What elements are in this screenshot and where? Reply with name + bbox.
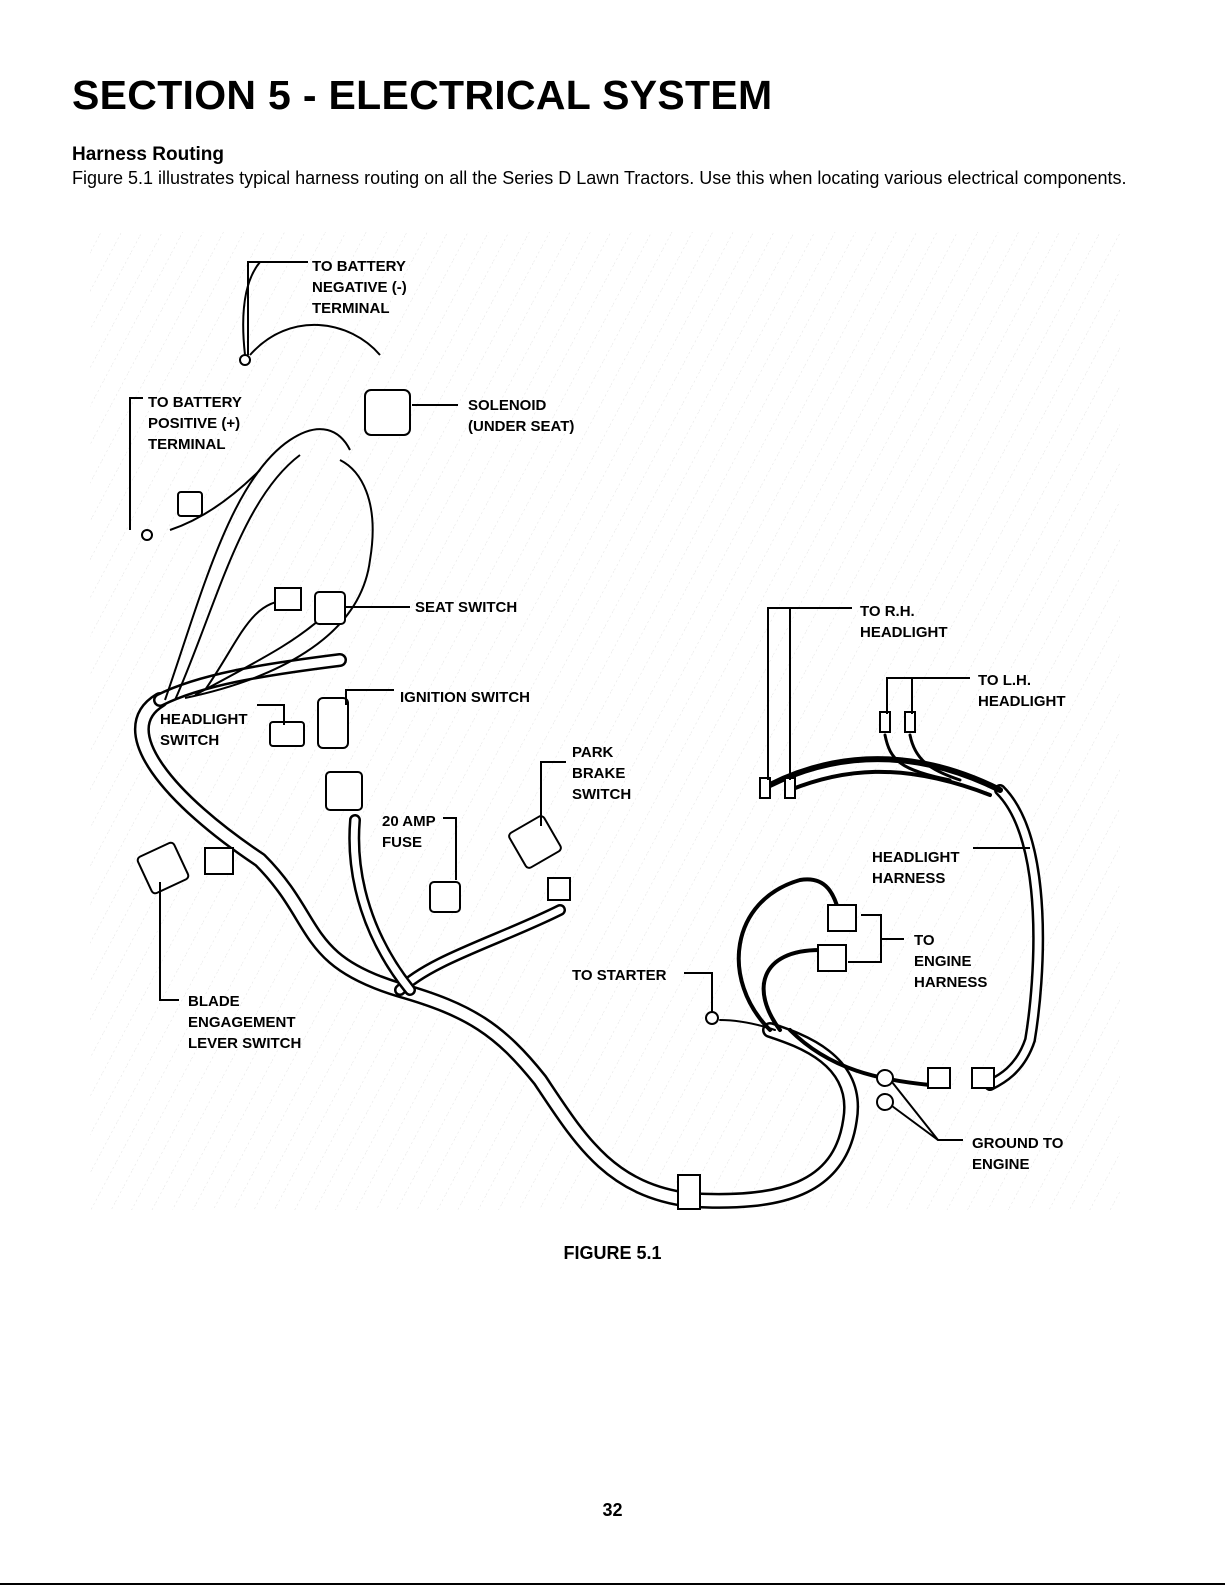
label-battery-positive: TO BATTERY POSITIVE (+) TERMINAL xyxy=(148,394,246,453)
ground-ring-icon xyxy=(876,1069,894,1087)
leader-lines xyxy=(129,261,1030,1141)
fuse-holder-icon xyxy=(325,771,363,811)
label-headlight-harness: HEADLIGHT HARNESS xyxy=(872,849,964,887)
label-rh-headlight: TO R.H. HEADLIGHT xyxy=(860,603,948,641)
label-solenoid: SOLENOID (UNDER SEAT) xyxy=(468,397,574,435)
figure-caption: FIGURE 5.1 xyxy=(563,1243,662,1263)
battery-negative-ring-icon xyxy=(239,354,251,366)
fuse-icon xyxy=(429,881,461,913)
intro-paragraph: Figure 5.1 illustrates typical harness r… xyxy=(72,168,1127,188)
bottom-rule xyxy=(0,1583,1225,1585)
ground-connector-2-icon xyxy=(971,1067,995,1089)
label-engine-harness: TO ENGINE HARNESS xyxy=(914,932,987,991)
ground-ring-2-icon xyxy=(876,1093,894,1111)
lh-headlight-connector-2-icon xyxy=(904,711,916,733)
headlight-switch-icon xyxy=(269,721,305,747)
figure-background xyxy=(90,232,1120,1210)
park-brake-plug-icon xyxy=(547,877,571,901)
ignition-switch-icon xyxy=(317,697,349,749)
components xyxy=(136,354,995,1210)
label-seat-switch: SEAT SWITCH xyxy=(415,599,517,616)
label-battery-negative: TO BATTERY NEGATIVE (-) TERMINAL xyxy=(312,258,411,317)
label-to-starter: TO STARTER xyxy=(572,967,667,984)
section-title: SECTION 5 - ELECTRICAL SYSTEM xyxy=(72,72,773,118)
seat-switch-icon xyxy=(314,591,346,625)
page-number: 32 xyxy=(602,1500,623,1520)
subheading: Harness Routing xyxy=(72,144,225,165)
label-headlight-switch: HEADLIGHT SWITCH xyxy=(160,711,252,749)
harness-clamp-icon xyxy=(677,1174,701,1210)
park-brake-switch-icon xyxy=(508,815,562,869)
starter-ring-icon xyxy=(705,1011,719,1025)
blade-plug-icon xyxy=(204,847,234,875)
label-ground: GROUND TO ENGINE xyxy=(972,1135,1068,1173)
main-harness xyxy=(133,653,860,1209)
solenoid-icon xyxy=(364,389,411,436)
engine-connector-icon xyxy=(827,904,857,932)
rh-headlight-connector-icon xyxy=(759,777,771,799)
ground-connector-icon xyxy=(927,1067,951,1089)
blade-switch-icon xyxy=(136,841,190,895)
plug-connector-icon xyxy=(274,587,302,611)
label-blade-switch: BLADE ENGAGEMENT LEVER SWITCH xyxy=(188,993,301,1052)
headlight-harness xyxy=(719,733,1045,1091)
callout-labels: TO BATTERY NEGATIVE (-) TERMINAL TO BATT… xyxy=(148,258,1068,1173)
battery-connector-icon xyxy=(177,491,203,517)
label-park-brake-switch: PARK BRAKE SWITCH xyxy=(572,744,631,803)
battery-positive-ring-icon xyxy=(141,529,153,541)
label-ignition-switch: IGNITION SWITCH xyxy=(400,689,530,706)
label-lh-headlight: TO L.H. HEADLIGHT xyxy=(978,672,1066,710)
label-fuse: 20 AMP FUSE xyxy=(382,813,440,851)
engine-connector-2-icon xyxy=(817,944,847,972)
lh-headlight-connector-icon xyxy=(879,711,891,733)
rh-headlight-connector-2-icon xyxy=(784,777,796,799)
